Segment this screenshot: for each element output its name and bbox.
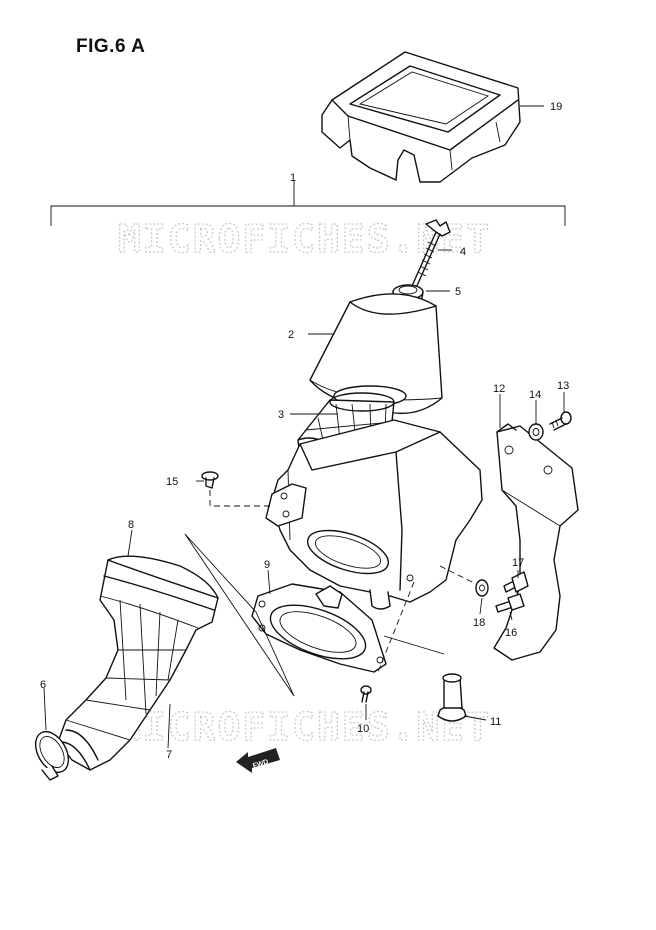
callout-18: 18: [473, 617, 485, 629]
callout-6: 6: [40, 679, 46, 691]
callout-12: 12: [493, 383, 505, 395]
part-11-cap: [437, 673, 467, 722]
part-4-wing-bolt: [411, 219, 451, 289]
callout-13: 13: [557, 380, 569, 392]
part-19-cover: [321, 51, 521, 183]
figure-title: FIG.6 A: [76, 36, 146, 57]
part-2-filter-element: [309, 293, 443, 415]
fwd-label: FWD: [252, 759, 269, 771]
callout-17: 17: [512, 557, 524, 569]
part-18-washer: [439, 565, 489, 597]
part-6-clamp: [34, 731, 70, 781]
callout-2: 2: [288, 329, 294, 341]
air-box-body: [265, 419, 483, 610]
part-12-bracket: [493, 423, 579, 661]
part-10-screw: [360, 685, 372, 703]
part-15-screw: [201, 471, 270, 507]
part-8-intake-rubber: [57, 555, 219, 771]
part-9-flange: [251, 583, 387, 673]
callout-5: 5: [455, 286, 461, 298]
callout-15: 15: [166, 476, 178, 488]
callout-14: 14: [529, 389, 541, 401]
part-17-bolt: [503, 571, 529, 593]
callout-7: 7: [166, 749, 172, 761]
callout-11: 11: [490, 716, 501, 728]
dash-airbox-flange: [377, 581, 415, 673]
leader-triangle: [184, 533, 295, 697]
callout-8: 8: [128, 519, 134, 531]
callout-19: 19: [550, 101, 562, 113]
assembly-bracket: [50, 186, 566, 226]
part-14-washer: [528, 423, 544, 441]
callout-1: 1: [290, 172, 296, 184]
callout-3: 3: [278, 409, 284, 421]
callout-4: 4: [460, 246, 466, 258]
part-16-bolt: [495, 593, 525, 613]
watermark-bottom: MICROFICHES.NET: [118, 705, 491, 749]
part-13-screw: [549, 411, 572, 431]
callout-9: 9: [264, 559, 270, 571]
callout-10: 10: [357, 723, 369, 735]
callout-16: 16: [505, 627, 517, 639]
fwd-arrow: FWD: [236, 748, 280, 773]
leader-cap: [383, 635, 445, 655]
